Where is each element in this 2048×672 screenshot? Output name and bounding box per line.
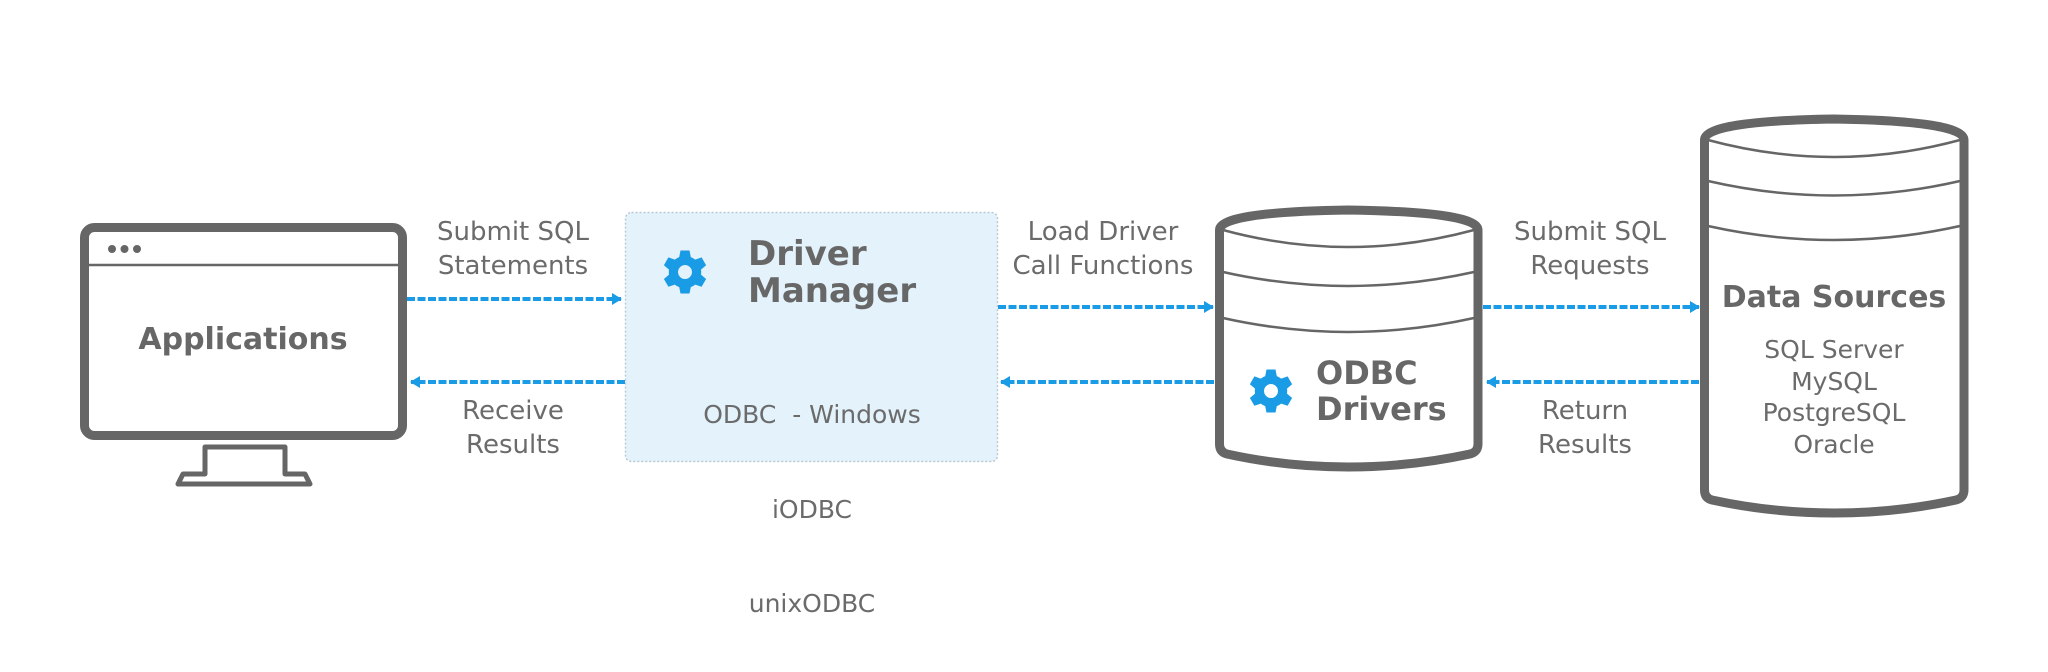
data-source-item: MySQL bbox=[1791, 366, 1877, 396]
edge-label-receive-results: Receive Results bbox=[413, 394, 613, 462]
monitor-frame bbox=[80, 223, 407, 440]
odbc-drivers-title: ODBC Drivers bbox=[1316, 355, 1447, 427]
cylinder-top-rim bbox=[1222, 228, 1475, 249]
edge-label-line: Submit SQL bbox=[1514, 217, 1666, 247]
edge-label-line: Requests bbox=[1530, 251, 1650, 281]
edge-label-line: Load Driver bbox=[1027, 217, 1179, 247]
window-dot-icon bbox=[120, 245, 129, 253]
window-dot-icon bbox=[133, 245, 141, 253]
data-sources-cylinder-icon bbox=[1700, 114, 1969, 518]
applications-monitor-icon bbox=[80, 223, 407, 487]
applications-title: Applications bbox=[138, 322, 348, 357]
arrows bbox=[407, 293, 1700, 388]
edge-label-return-results: Return Results bbox=[1485, 394, 1685, 462]
data-source-item: PostgreSQL bbox=[1762, 398, 1906, 427]
driver-manager-title-line1: Driver bbox=[748, 234, 867, 274]
odbc-drivers-cylinder-icon bbox=[1215, 205, 1483, 472]
driver-manager-list: ODBC - Windows iODBC unixODBC bbox=[626, 336, 998, 651]
edge-label-line: Statements bbox=[437, 251, 589, 281]
edge-label-line: Call Functions bbox=[1012, 251, 1194, 281]
cylinder-band bbox=[1707, 179, 1961, 197]
edge-label-line: Results bbox=[466, 430, 560, 460]
driver-manager-item: iODBC bbox=[771, 494, 853, 524]
data-sources-list: SQL Server MySQL PostgreSQL Oracle bbox=[1704, 334, 1964, 460]
edge-label-line: Return bbox=[1541, 396, 1629, 426]
driver-manager-box bbox=[624, 211, 999, 463]
edge-label-line: Receive bbox=[462, 396, 564, 426]
driver-manager-item: unixODBC bbox=[748, 589, 876, 618]
edge-label-load-driver: Load Driver Call Functions bbox=[1003, 215, 1203, 283]
window-dot-icon bbox=[108, 245, 116, 253]
driver-manager-item: ODBC - Windows bbox=[703, 400, 921, 429]
data-source-item: SQL Server bbox=[1764, 335, 1904, 364]
edge-label-submit-sql-statements: Submit SQL Statements bbox=[413, 215, 613, 283]
cylinder-body bbox=[1215, 205, 1483, 472]
edge-label-line: Results bbox=[1538, 430, 1632, 460]
edge-label-line: Submit SQL bbox=[437, 217, 589, 247]
odbc-drivers-title-line1: ODBC bbox=[1316, 354, 1418, 392]
driver-manager-title-line2: Manager bbox=[748, 271, 917, 311]
monitor-stand bbox=[175, 444, 313, 487]
cylinder-band bbox=[1222, 316, 1475, 334]
data-source-item: Oracle bbox=[1793, 429, 1875, 459]
cylinder-body bbox=[1700, 114, 1969, 518]
driver-manager-title: Driver Manager bbox=[748, 236, 916, 310]
cylinder-top-rim bbox=[1707, 138, 1961, 159]
edge-label-submit-sql-requests: Submit SQL Requests bbox=[1490, 215, 1690, 283]
cylinder-band bbox=[1222, 270, 1475, 288]
odbc-drivers-title-line2: Drivers bbox=[1316, 390, 1447, 428]
cylinder-band bbox=[1707, 224, 1961, 242]
data-sources-title: Data Sources bbox=[1721, 280, 1947, 315]
